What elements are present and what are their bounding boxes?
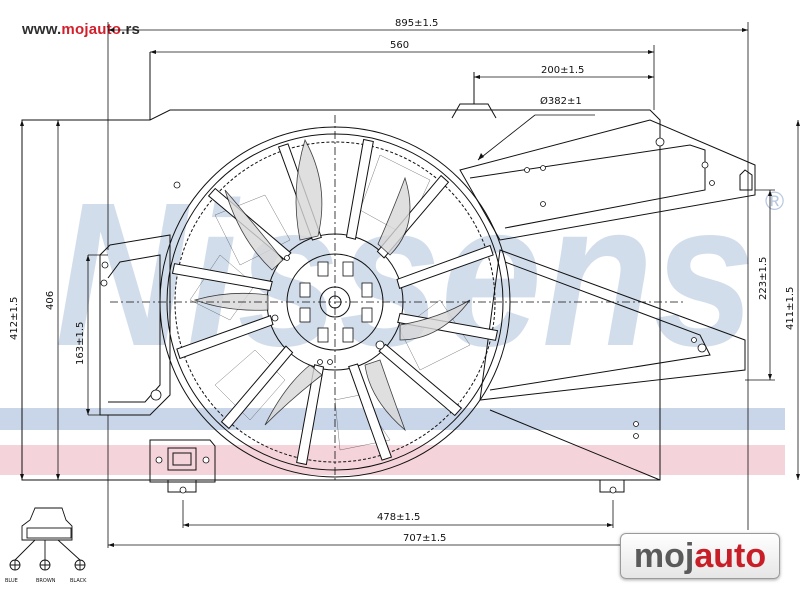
connector-diagram [9, 507, 86, 571]
mounting-holes [100, 137, 715, 494]
pin-label-blue: BLUE [5, 578, 18, 584]
connector-socket [167, 447, 197, 471]
hub-vent [361, 282, 373, 298]
hub-vents [299, 261, 373, 343]
pin-label-brown: BROWN [36, 578, 56, 584]
connector-plug [172, 452, 192, 466]
arrowheads [20, 28, 800, 547]
mount-hole [284, 255, 290, 261]
dim-label-bracket-offset: 200±1.5 [541, 65, 584, 76]
mount-hole [655, 137, 665, 147]
site-url[interactable]: www.mojauto.rs [22, 21, 141, 38]
watermark-band-blue [0, 408, 785, 430]
mount-hole [540, 165, 546, 171]
dim-label-bottom-width: 707±1.5 [403, 533, 446, 544]
dim-label-bottom-mount-spacing: 478±1.5 [377, 512, 420, 523]
pin-label-black: BLACK [70, 578, 87, 584]
dim-label-right-bracket-height: 223±1.5 [758, 257, 769, 300]
mount-hole [701, 161, 709, 169]
frame-outline [21, 109, 661, 481]
mount-hole [540, 201, 546, 207]
mount-hole [327, 359, 333, 365]
fan-spoke [348, 363, 393, 461]
dim-label-fan-diameter: Ø382±1 [540, 95, 582, 107]
connector-pin-row [26, 527, 72, 539]
mount-hole [709, 180, 715, 186]
dim-label-right-height: 411±1.5 [785, 287, 796, 330]
mount-hole [317, 359, 323, 365]
hub-vent [342, 261, 354, 277]
left-bracket-inner [107, 254, 161, 403]
mount-hole [633, 433, 639, 439]
pin-wires [14, 539, 81, 561]
hub-vent [317, 327, 329, 343]
hub-vent [299, 307, 311, 323]
mount-hole [697, 343, 707, 353]
mount-hole [155, 456, 163, 464]
fan-blade-mesh [189, 154, 471, 451]
mount-hole [150, 389, 162, 401]
mount-hole [633, 421, 639, 427]
fan-blade [399, 299, 471, 341]
mount-hole [179, 486, 187, 494]
fan-spoke [396, 244, 494, 289]
hub-vent [361, 307, 373, 323]
fan-blades [193, 138, 471, 432]
fan-spoke [171, 263, 273, 292]
center-lines [110, 115, 685, 480]
hub-vent [342, 327, 354, 343]
fan-spoke [176, 315, 274, 360]
pin-crosshairs [10, 560, 85, 570]
right-lower-bracket [479, 249, 746, 401]
leader-line-diameter [477, 114, 536, 161]
mount-hole [101, 261, 109, 269]
dim-label-frame-height: 406 [45, 291, 56, 310]
right-upper-bracket-inner [469, 144, 706, 229]
arrowhead [478, 153, 484, 160]
dim-label-left-height: 412±1.5 [9, 297, 20, 340]
mount-hole [691, 337, 697, 343]
dimension-lines [21, 22, 799, 548]
connector-body [21, 507, 73, 541]
mount-hole [524, 167, 530, 173]
hub-vent [317, 261, 329, 277]
fan-spoke [345, 138, 374, 240]
hub-vent [299, 282, 311, 298]
fan-blade [224, 189, 284, 271]
mount-hole [100, 279, 108, 287]
mount-hole [202, 456, 210, 464]
right-upper-bracket-tab [739, 169, 753, 191]
fan-blade [364, 359, 406, 432]
mount-hole [271, 314, 279, 322]
top-mounting-tab [451, 103, 497, 119]
dim-label-overall-width: 895±1.5 [395, 18, 438, 29]
connector-housing [149, 439, 216, 483]
lower-strut [489, 409, 661, 481]
fan-blade [264, 364, 323, 426]
mount-hole [375, 340, 385, 350]
mount-hole [609, 486, 617, 494]
registered-mark: ® [765, 186, 784, 216]
fan-blade [295, 138, 323, 241]
mount-hole [173, 181, 181, 189]
fan-spoke [296, 364, 325, 466]
dim-label-top-width: 560 [390, 40, 409, 51]
fan-spoke [220, 345, 294, 430]
dim-label-left-bracket-height: 163±1.5 [75, 322, 86, 365]
fan-blade [377, 176, 411, 256]
fan-blade [193, 292, 269, 311]
